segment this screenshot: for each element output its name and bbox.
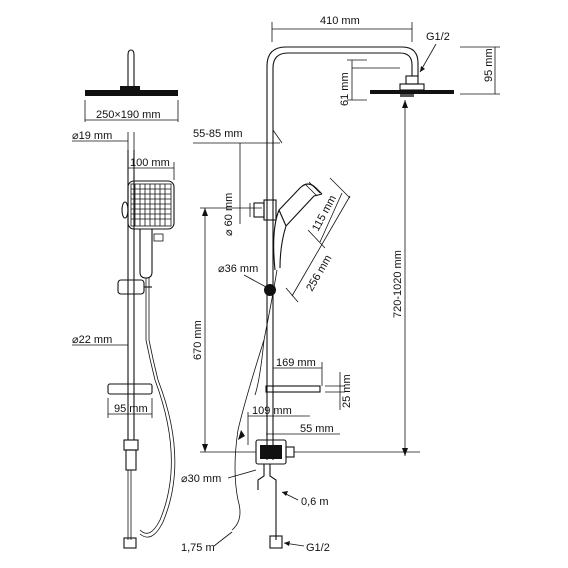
hand-shower-nozzles <box>130 183 172 227</box>
arm-diameter-label: ⌀19 mm <box>72 130 112 142</box>
arm-inner <box>272 52 413 460</box>
bottom-thread <box>269 535 283 549</box>
hand-shower-button <box>153 233 164 242</box>
hand-shower-handle <box>139 229 153 279</box>
shelf-height-label: 25 mm <box>341 374 353 408</box>
pipe-diameter-label: ⌀22 mm <box>72 334 112 346</box>
lower-valve <box>123 439 139 451</box>
bottom-connector <box>123 537 137 549</box>
top-thread-label: G1/2 <box>426 31 450 43</box>
pipe-length-label: 0,6 m <box>301 496 329 508</box>
overhead-shower-head <box>85 90 178 96</box>
bottom-thread-label: G1/2 <box>306 542 330 554</box>
rail-height-label: 670 mm <box>192 320 204 360</box>
overhead-head-side <box>370 90 454 94</box>
slider-dia-label: ⌀36 mm <box>218 263 258 275</box>
head-thickness-label: 61 mm <box>339 72 351 106</box>
hose-length-label: 1,75 m <box>181 542 215 554</box>
hose-loop <box>139 339 172 534</box>
shelf-depth-label: 169 mm <box>276 357 316 369</box>
mixer-width-label: 109 mm <box>252 405 292 417</box>
head-connector <box>120 86 140 91</box>
side-view: 410 mm G1/2 95 mm 61 mm 720-1020 mm 55-8… <box>181 15 500 554</box>
supply-pipe <box>269 464 277 540</box>
hand-head-label: 115 mm <box>310 193 339 233</box>
shelf-front <box>107 383 153 395</box>
head-drop-label: 95 mm <box>483 48 495 82</box>
riser-top-hook <box>127 49 135 90</box>
shelf-side <box>265 385 321 393</box>
mixer-dia-label: ⌀30 mm <box>181 473 221 485</box>
slider-bracket <box>117 279 145 295</box>
bracket-dia-label: ⌀ 60 mm <box>223 193 235 236</box>
wall-bracket <box>253 202 265 218</box>
mixer-depth-label: 55 mm <box>300 423 334 435</box>
head-size-label: 250×190 mm <box>96 109 161 121</box>
front-view: 250×190 mm ⌀19 mm 100 mm <box>72 49 179 549</box>
height-range-label: 720-1020 mm <box>392 250 404 318</box>
shelf-width-label: 95 mm <box>114 403 148 415</box>
hand-width-label: 100 mm <box>130 157 170 169</box>
wall-distance-label: 55-85 mm <box>193 128 243 140</box>
hose-lower <box>231 429 241 531</box>
hand-shower-side <box>278 183 323 211</box>
hand-length-label: 256 mm <box>304 253 334 293</box>
arm-outer <box>266 46 419 460</box>
bracket-side <box>121 201 129 219</box>
arm-length-label: 410 mm <box>320 15 360 27</box>
